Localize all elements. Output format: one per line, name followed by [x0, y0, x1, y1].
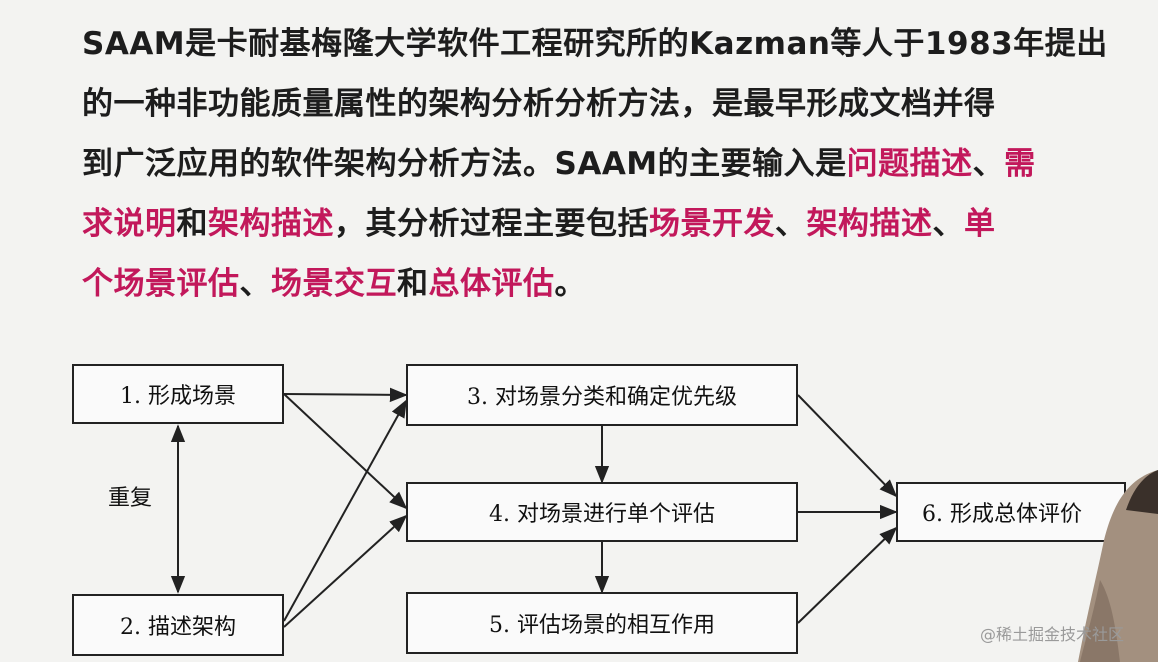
text-run: 和 — [176, 206, 208, 242]
diagram-arrow — [283, 393, 408, 510]
node-individual-evaluation: 4. 对场景进行单个评估 — [406, 482, 798, 542]
node-label: 6. 形成总体评价 — [922, 502, 1082, 527]
node-label: 4. 对场景进行单个评估 — [489, 502, 715, 527]
paragraph-line: 的一种非功能质量属性的架构分析分析方法，是最早形成文档并得 — [82, 74, 1112, 134]
highlighted-term: 个场景评估 — [82, 266, 240, 302]
diagram-arrow — [283, 514, 408, 628]
repeat-label: 重复 — [108, 486, 153, 511]
highlighted-term: 场景交互 — [271, 266, 397, 302]
text-run: 到广泛应用的软件架构分析方法。SAAM的主要输入是 — [82, 146, 847, 182]
diagram-arrow — [283, 399, 407, 622]
diagram-arrow — [283, 387, 408, 403]
diagram-arrow — [797, 394, 898, 498]
text-run: 的一种非功能质量属性的架构分析分析方法，是最早形成文档并得 — [82, 86, 996, 122]
paragraph-line: SAAM是卡耐基梅隆大学软件工程研究所的Kazman等人于1983年提出 — [82, 14, 1112, 74]
node-interaction-evaluation: 5. 评估场景的相互作用 — [406, 592, 798, 654]
paragraph-line: 到广泛应用的软件架构分析方法。SAAM的主要输入是问题描述、需 — [82, 134, 1112, 194]
node-classify-prioritize: 3. 对场景分类和确定优先级 — [406, 364, 798, 426]
text-run: ，其分析过程主要包括 — [334, 206, 649, 242]
highlighted-term: 场景开发 — [649, 206, 775, 242]
diagram-arrows — [170, 387, 898, 628]
text-run: 、 — [775, 206, 807, 242]
highlighted-term: 需 — [1004, 146, 1036, 182]
node-label: 1. 形成场景 — [120, 384, 236, 409]
highlighted-term: 架构描述 — [208, 206, 334, 242]
paragraph-line: 求说明和架构描述，其分析过程主要包括场景开发、架构描述、单 — [82, 194, 1112, 254]
description-paragraph: SAAM是卡耐基梅隆大学软件工程研究所的Kazman等人于1983年提出的一种非… — [82, 14, 1112, 314]
presenter-silhouette — [1078, 470, 1158, 662]
text-run: 和 — [397, 266, 429, 302]
highlighted-term: 单 — [964, 206, 996, 242]
node-label: 2. 描述架构 — [120, 615, 236, 640]
paragraph-line: 个场景评估、场景交互和总体评估。 — [82, 254, 1112, 314]
highlighted-term: 总体评估 — [428, 266, 555, 302]
highlighted-term: 架构描述 — [806, 206, 933, 242]
saam-process-diagram — [0, 340, 1158, 662]
node-label: 3. 对场景分类和确定优先级 — [467, 385, 737, 410]
text-run: 、 — [972, 146, 1005, 182]
highlighted-term: 求说明 — [82, 206, 177, 242]
node-form-scenarios: 1. 形成场景 — [72, 364, 284, 424]
node-describe-architecture: 2. 描述架构 — [72, 594, 284, 656]
text-run: 、 — [932, 206, 964, 242]
watermark-text: @稀土掘金技术社区 — [980, 625, 1125, 644]
highlighted-term: 问题描述 — [846, 146, 973, 182]
text-run: 、 — [239, 266, 271, 302]
node-label: 5. 评估场景的相互作用 — [489, 613, 715, 638]
text-run: SAAM是卡耐基梅隆大学软件工程研究所的Kazman等人于1983年提出 — [82, 26, 1108, 62]
diagram-arrow — [797, 526, 898, 624]
text-run: 。 — [554, 266, 586, 302]
